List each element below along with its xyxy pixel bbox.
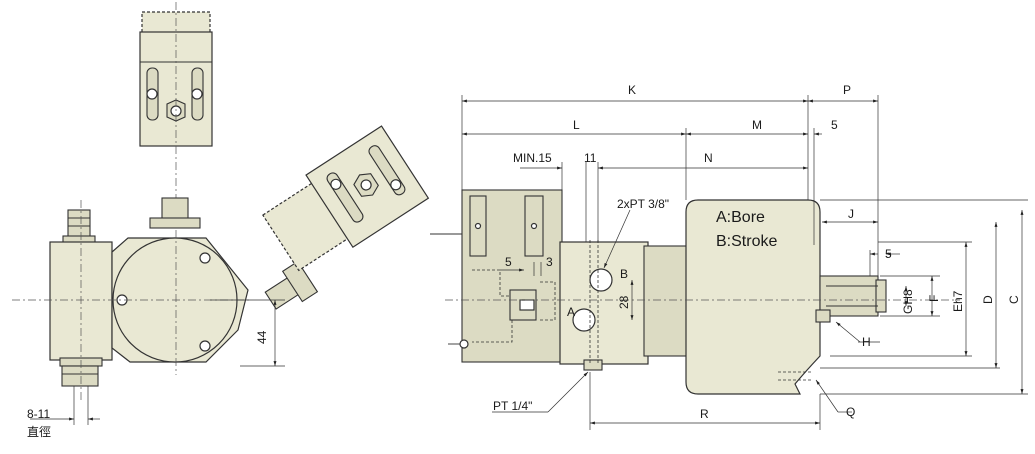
middle-block <box>559 240 689 371</box>
dim-J: J <box>848 207 854 221</box>
dim-44: 44 <box>255 330 269 344</box>
dim-R: R <box>700 407 709 421</box>
dim-M: M <box>752 118 762 132</box>
dim-Eh7: Eh7 <box>951 290 965 312</box>
dim-L: L <box>573 118 580 132</box>
port-A: A <box>567 305 575 319</box>
dim-C: C <box>1007 295 1021 304</box>
dim-min15: MIN.15 <box>513 151 552 165</box>
legend-bore: A:Bore <box>716 209 765 226</box>
main-round-body <box>111 197 249 363</box>
left-view <box>12 2 430 425</box>
port-label-pt38: 2xPT 3/8" <box>617 197 669 211</box>
label-H: H <box>862 335 871 349</box>
dim-3: 3 <box>546 255 553 269</box>
dim-5-top: 5 <box>831 118 838 132</box>
output-shaft <box>815 275 887 323</box>
dim-K: K <box>628 83 636 97</box>
dim-D: D <box>981 295 995 304</box>
port-label-pt14: PT 1/4" <box>493 399 532 413</box>
dim-5-small: 5 <box>505 255 512 269</box>
diameter-label-cn: 直徑 <box>27 425 51 439</box>
port-B: B <box>620 267 628 281</box>
clamp-section <box>430 189 563 363</box>
dim-P: P <box>843 83 851 97</box>
dim-N: N <box>704 151 713 165</box>
main-housing <box>685 199 821 395</box>
label-Q: Q <box>846 405 855 419</box>
dim-GH8: GH8 <box>901 289 915 314</box>
dim-11: 11 <box>584 151 597 165</box>
diameter-label: 8-11 <box>27 407 50 421</box>
dim-5-right: 5 <box>885 247 892 261</box>
dim-28: 28 <box>617 295 631 309</box>
angled-valve <box>262 125 430 310</box>
side-cylinder <box>49 209 113 387</box>
legend-stroke: B:Stroke <box>716 233 777 250</box>
right-view <box>430 95 1028 430</box>
dim-F: F <box>927 295 941 302</box>
